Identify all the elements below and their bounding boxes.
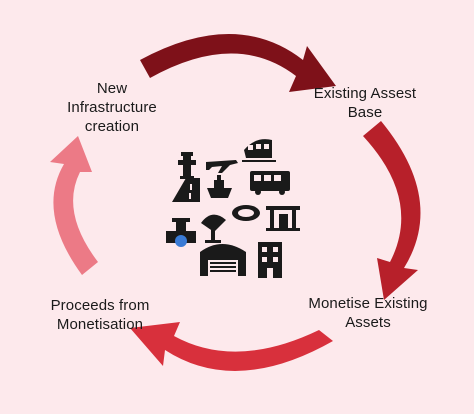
train-icon — [242, 139, 276, 162]
label-line: Base — [347, 104, 383, 121]
warehouse-icon — [200, 244, 246, 276]
stage-label-new-infrastructure: New Infrastructure creation — [32, 79, 192, 136]
label-line: Monetise Existing — [308, 295, 428, 312]
pipeline-valve-icon — [166, 218, 196, 247]
arrow-left — [50, 136, 98, 275]
ship-icon — [207, 175, 232, 198]
label-line: creation — [84, 118, 140, 135]
stage-label-existing-asset-base: Existing Assest Base — [285, 84, 445, 122]
fire-hydrant-icon — [178, 152, 196, 179]
label-line: Infrastructure — [67, 99, 157, 116]
label-line: New — [96, 80, 128, 97]
label-line: Assets — [345, 314, 391, 331]
fuel-station-icon — [266, 206, 300, 231]
stage-label-proceeds: Proceeds from Monetisation — [20, 296, 180, 334]
label-line: Monetisation — [56, 316, 144, 333]
road-icon — [172, 178, 200, 202]
label-line: Existing Assest — [313, 85, 417, 102]
building-icon — [258, 242, 282, 278]
arrow-top — [140, 34, 336, 92]
stage-label-monetise-assets: Monetise Existing Assets — [283, 294, 453, 332]
label-line: Proceeds from — [50, 297, 150, 314]
stadium-icon — [232, 205, 260, 221]
satellite-dish-icon — [201, 214, 226, 243]
arrow-bottom — [130, 322, 333, 371]
arrow-right — [363, 121, 421, 300]
bus-icon — [250, 171, 290, 195]
airplane-icon — [206, 160, 238, 173]
